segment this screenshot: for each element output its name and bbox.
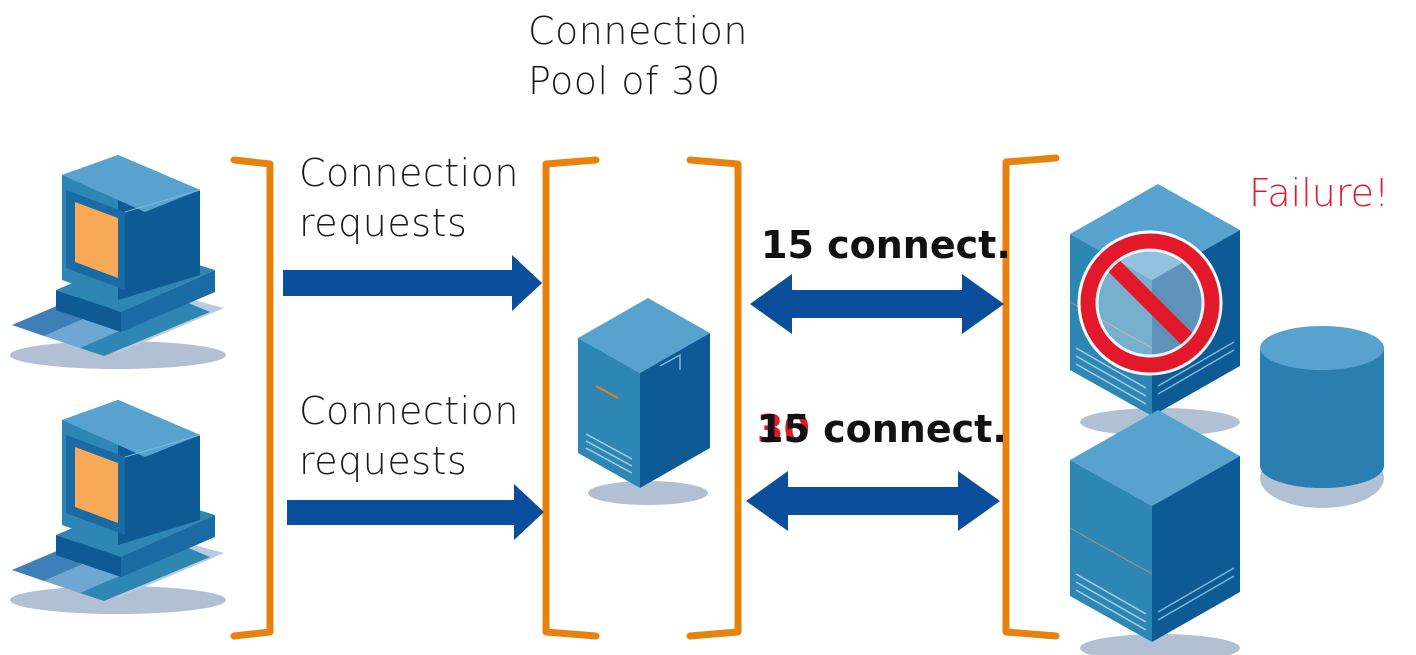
link-label-bottom: 30 15 connect.: [757, 404, 1007, 454]
link-top-count-a: 15: [761, 223, 814, 267]
pool-server-icon: [577, 297, 711, 506]
client-computer-top-icon: [9, 154, 227, 370]
link-arrow-top: [750, 274, 1004, 334]
bracket-clients: [230, 156, 274, 640]
link-bottom-count-a: 30: [757, 407, 810, 451]
client-label-top: Connection requests: [299, 151, 520, 245]
request-arrow-bottom: [287, 484, 544, 540]
database-icon: [1260, 326, 1384, 508]
failure-label: Failure!: [1249, 171, 1390, 215]
link-bottom-suffix: connect.: [809, 407, 1007, 451]
bracket-pool-left: [542, 156, 600, 640]
pool-title: Connection Pool of 30: [528, 9, 749, 103]
db-server-bottom-icon: [1069, 409, 1241, 655]
link-top-count-b: 1: [761, 223, 788, 267]
bracket-pool-right: [686, 156, 742, 640]
client-label-bottom: Connection requests: [299, 389, 520, 483]
link-bottom-count-b: 15: [757, 407, 810, 451]
link-label-top: 15 1 connect.: [761, 220, 1011, 270]
bracket-databases: [1002, 154, 1060, 640]
client-computer-bottom-icon: [9, 399, 227, 615]
link-arrow-bottom: [746, 471, 1000, 531]
request-arrow-top: [283, 255, 542, 311]
link-top-suffix: connect.: [813, 223, 1011, 267]
no-entry-icon: [1077, 230, 1223, 376]
